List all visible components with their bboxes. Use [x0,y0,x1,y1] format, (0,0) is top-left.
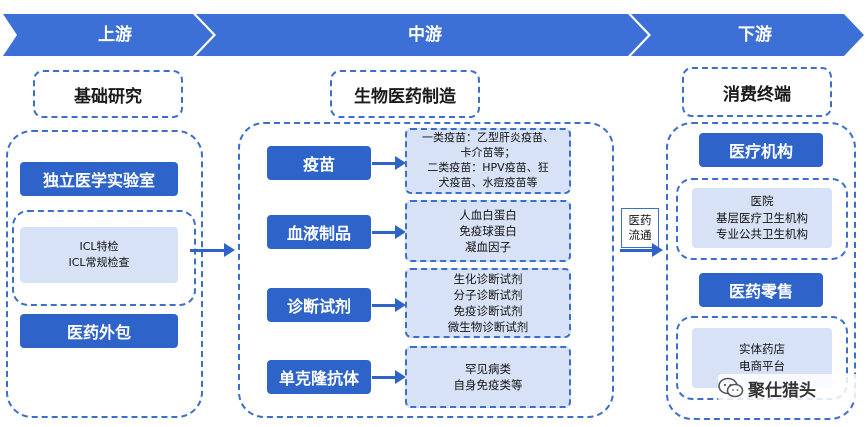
row-arrow-line [372,304,398,307]
upstream-item-outsourcing: 医药外包 [20,314,178,348]
midstream-item-monoclonal-antibody: 单克隆抗体 [267,360,371,394]
row-arrow-head-icon [395,225,406,239]
detail-line: 分子诊断试剂 [453,287,523,302]
midstream-detail-monoclonal-antibody: 罕见病类 自身免疫类等 [405,346,571,408]
row-arrow-head-icon [395,298,406,312]
flow-arrow-line [190,249,226,252]
downstream-title: 消费终端 [682,67,832,117]
detail-line: 二类疫苗：HPV疫苗、狂 [427,161,549,174]
stage-label-upstream: 上游 [98,25,132,45]
downstream-item-pharmacy-retail: 医药零售 [699,273,823,307]
detail-line: 免疫球蛋白 [459,223,517,238]
detail-line: 医院 [750,193,774,208]
account-name: 聚仕猎头 [748,380,816,401]
downstream-medical-detail-box: 医院 基层医疗卫生机构 专业公共卫生机构 [692,188,832,248]
detail-line: 专业公共卫生机构 [716,227,808,242]
stage-banner-downstream [631,14,864,56]
detail-line: 基层医疗卫生机构 [716,210,808,225]
wechat-icon [718,377,744,398]
upstream-detail-line: ICL常规检查 [68,256,130,269]
row-arrow-line [372,376,398,379]
flow-arrow-line [620,249,654,252]
detail-line: 凝血因子 [465,240,511,255]
detail-line: 卡介苗等； [460,146,516,160]
upstream-detail-line: ICL特检 [79,240,119,254]
detail-line: 罕见病类 [465,361,511,376]
midstream-item-diagnostic-reagents: 诊断试剂 [267,288,371,322]
stage-banner-midstream [196,14,648,56]
upstream-item-lab: 独立医学实验室 [20,162,178,196]
row-arrow-head-icon [395,156,406,170]
upstream-title: 基础研究 [33,70,183,118]
row-arrow-head-icon [395,370,406,384]
stage-label-midstream: 中游 [408,25,442,45]
midstream-detail-diagnostic-reagents: 生化诊断试剂 分子诊断试剂 免疫诊断试剂 微生物诊断试剂 [405,268,571,338]
row-arrow-line [372,162,398,165]
stage-banner-upstream [3,14,213,56]
detail-line: 生化诊断试剂 [453,271,523,286]
midstream-detail-vaccine: 一类疫苗：乙型肝炎疫苗、 卡介苗等； 二类疫苗：HPV疫苗、狂 犬疫苗、水痘疫苗… [405,128,571,194]
stage-label-downstream: 下游 [738,25,772,45]
midstream-item-blood-products: 血液制品 [267,215,371,249]
upstream-detail-box: ICL特检 ICL常规检查 [20,227,178,283]
downstream-item-medical-institutions: 医疗机构 [699,133,823,167]
flow-arrow-head-icon [652,243,663,257]
account-watermark: 聚仕猎头 [718,374,862,402]
detail-line: 电商平台 [739,359,785,373]
row-arrow-line [372,231,398,234]
detail-line: 自身免疫类等 [453,378,523,392]
midstream-detail-blood-products: 人血白蛋白 免疫球蛋白 凝血因子 [405,200,571,262]
flow-arrow-head-icon [224,243,235,257]
detail-line: 实体药店 [739,342,785,357]
detail-line: 犬疫苗、水痘疫苗等 [438,175,538,189]
channel-line: 医药 [628,213,652,228]
channel-line: 流通 [628,228,652,242]
detail-line: 人血白蛋白 [459,207,517,222]
detail-line: 一类疫苗：乙型肝炎疫苗、 [422,131,554,145]
midstream-title: 生物医药制造 [330,70,480,118]
channel-label: 医药 流通 [621,208,659,248]
detail-line: 免疫诊断试剂 [453,304,523,318]
detail-line: 微生物诊断试剂 [447,320,529,335]
midstream-item-vaccine: 疫苗 [267,146,371,180]
